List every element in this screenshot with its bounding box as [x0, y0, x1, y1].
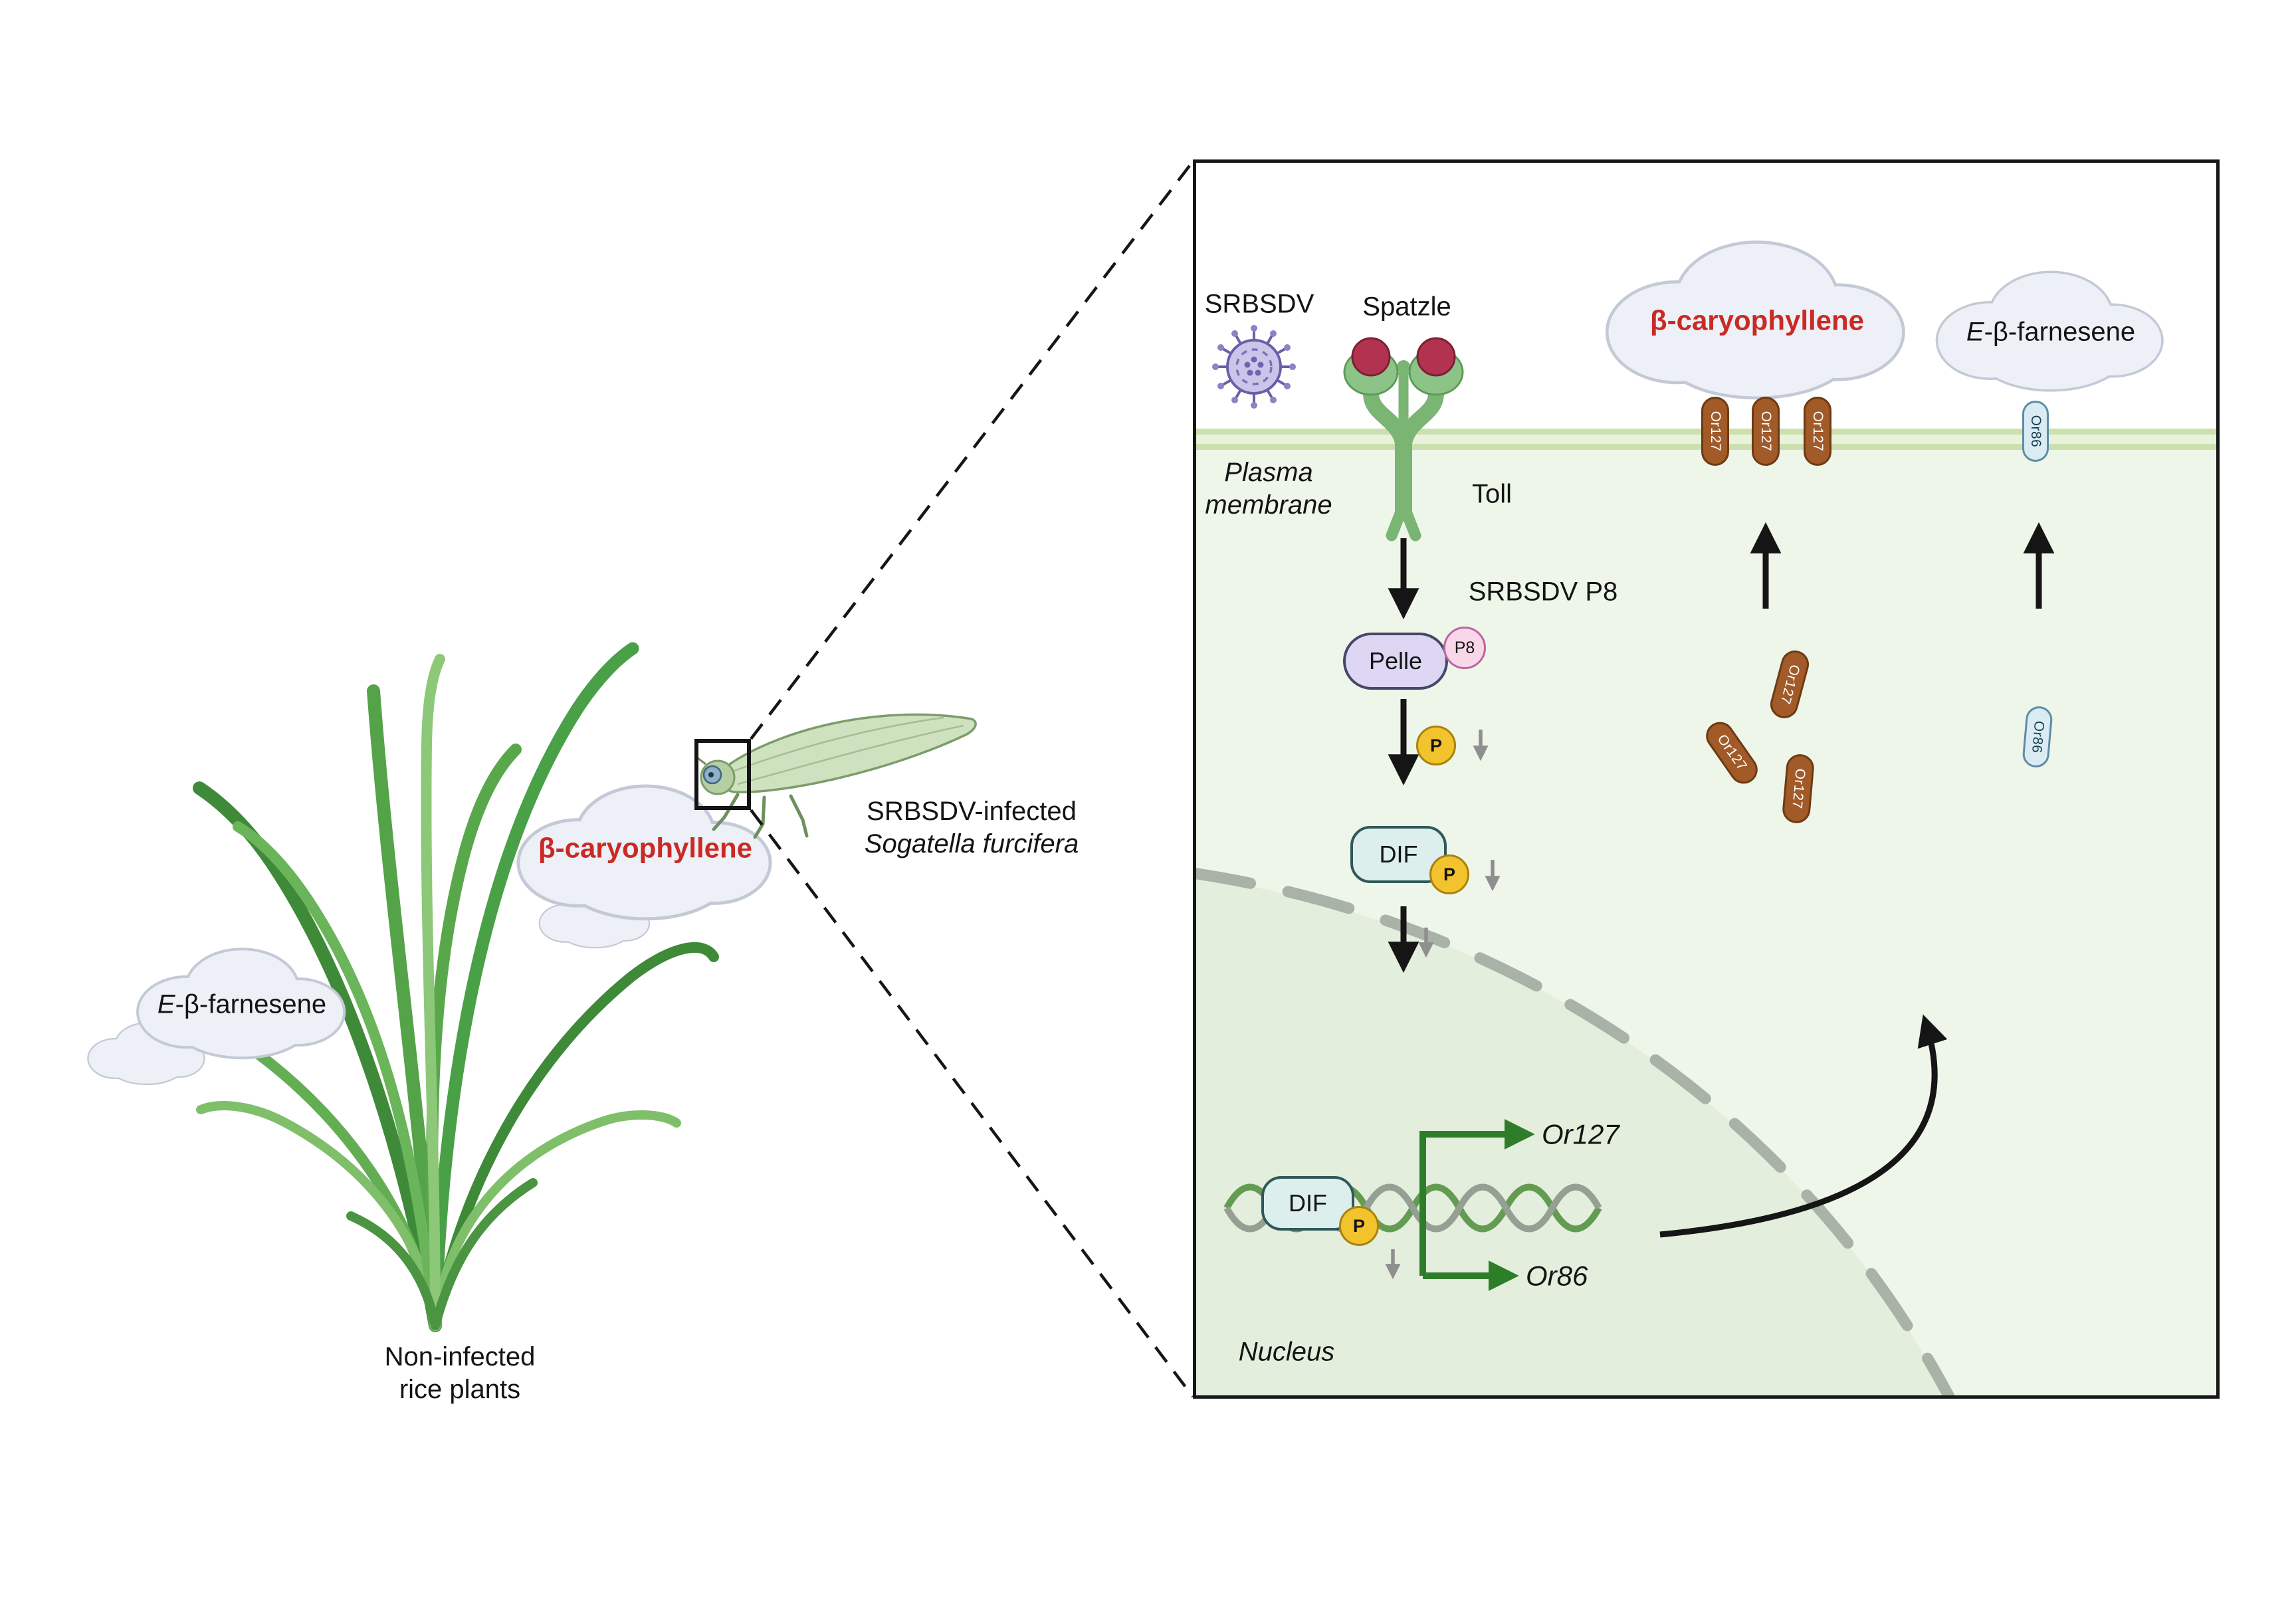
or86-label-f: Or86 [2028, 720, 2047, 754]
or127-receptor-membrane-3: Or127 [1804, 397, 1831, 466]
plant-caption-line2: rice plants [399, 1375, 521, 1404]
insect-caption: SRBSDV-infected Sogatella furcifera [865, 795, 1079, 860]
phospho-badge-2: P [1429, 854, 1469, 894]
pelle-label: Pelle [1368, 647, 1423, 674]
plant-caption: Non-infected rice plants [385, 1341, 536, 1406]
insect-caption-line1: SRBSDV-infected [867, 797, 1077, 827]
label-toll: Toll [1471, 479, 1513, 509]
rice-plant-illustration [193, 642, 719, 1332]
label-beta-caryophyllene-left: β-caryophyllene [538, 832, 753, 864]
nuclear-envelope-dashes [1196, 868, 1955, 1395]
p8-badge: P8 [1443, 627, 1486, 669]
phospho-label-3: P [1352, 1215, 1365, 1236]
e-rest: -β-farnesene [175, 989, 327, 1019]
cloud-beta-caryophyllene-left [520, 787, 768, 947]
p8-label: P8 [1454, 638, 1475, 657]
label-srbsdv-p8: SRBSDV P8 [1468, 577, 1618, 607]
label-plasma-membrane: Plasma membrane [1205, 456, 1332, 522]
nucleus-region [1196, 868, 1955, 1395]
e-prefix-panel: E [1966, 317, 1984, 347]
or127-label-m3: Or127 [1810, 411, 1826, 452]
label-e-beta-farnesene-panel: E-β-farnesene [1966, 316, 2135, 349]
or127-label-m2: Or127 [1758, 411, 1774, 452]
plant-caption-line1: Non-infected [384, 1342, 536, 1372]
dashed-connector-bottom [750, 809, 1194, 1398]
label-e-beta-farnesene-left: E-β-farnesene [157, 989, 326, 1021]
phospho-badge-3: P [1339, 1206, 1379, 1246]
zoom-box [694, 739, 751, 810]
dif-box-nucleus: DIF [1261, 1176, 1354, 1231]
plasma-membrane-line2: membrane [1205, 490, 1332, 520]
or127-receptor-membrane-1: Or127 [1701, 397, 1729, 466]
label-gene-or127: Or127 [1542, 1118, 1619, 1150]
e-rest-panel: -β-farnesene [1984, 317, 2136, 347]
phospho-badge-1: P [1416, 726, 1456, 765]
insect-caption-line2: Sogatella furcifera [864, 829, 1079, 858]
or127-label-m1: Or127 [1708, 411, 1723, 452]
or86-receptor-membrane: Or86 [2022, 401, 2049, 462]
or127-receptor-membrane-2: Or127 [1752, 397, 1780, 466]
phospho-label-2: P [1443, 864, 1455, 884]
label-gene-or86: Or86 [1526, 1260, 1588, 1292]
plasma-membrane-line1: Plasma [1224, 458, 1313, 488]
or86-label-m: Or86 [2028, 415, 2043, 448]
label-nucleus: Nucleus [1238, 1337, 1335, 1367]
dashed-connector-top [750, 160, 1194, 740]
pelle-box: Pelle [1343, 633, 1448, 690]
or127-label-f1: Or127 [1777, 662, 1803, 706]
label-beta-caryophyllene-panel: β-caryophyllene [1649, 304, 1865, 336]
dif-label-2: DIF [1289, 1189, 1327, 1217]
or127-label-f3: Or127 [1789, 767, 1808, 810]
label-spatzle: Spatzle [1362, 292, 1451, 322]
label-srbsdv: SRBSDV [1204, 289, 1314, 319]
dif-label-1: DIF [1379, 841, 1418, 868]
e-prefix: E [157, 989, 175, 1019]
phospho-label-1: P [1429, 735, 1442, 755]
